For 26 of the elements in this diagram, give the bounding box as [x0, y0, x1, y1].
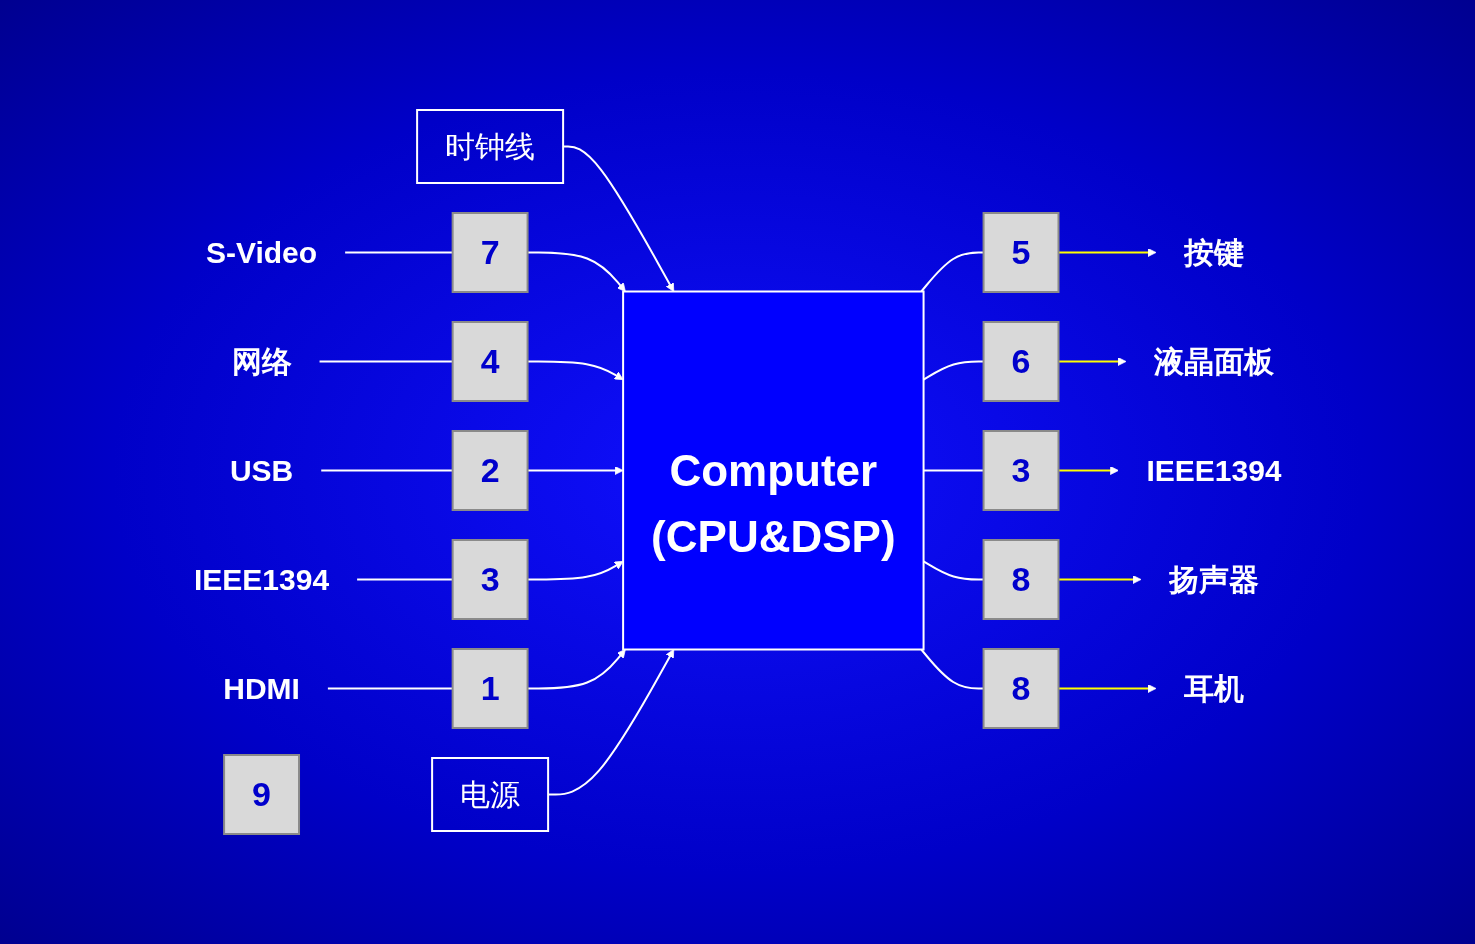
- node-text: USB: [229, 454, 293, 487]
- node-box: 9: [222, 754, 300, 835]
- node-text: 按键: [1183, 236, 1244, 269]
- node-box: 8: [982, 539, 1060, 620]
- node-text: 网络: [231, 345, 292, 378]
- node-box: 3: [982, 430, 1060, 511]
- node-box: Computer (CPU&DSP): [621, 290, 925, 651]
- node-box: 1: [451, 648, 529, 729]
- node-box: 5: [982, 212, 1060, 293]
- node-box: 6: [982, 321, 1060, 402]
- node-box: 2: [451, 430, 529, 511]
- arrow: [546, 649, 674, 796]
- node-box: 8: [982, 648, 1060, 729]
- node-text: 耳机: [1183, 672, 1244, 705]
- node-text: 液晶面板: [1153, 345, 1274, 378]
- node-text: IEEE1394: [1146, 454, 1282, 487]
- node-box: 时钟线: [415, 109, 564, 184]
- node-box: 3: [451, 539, 529, 620]
- node-box: 电源: [430, 757, 549, 832]
- node-text: S-Video: [205, 236, 317, 269]
- arrow: [561, 145, 674, 292]
- node-text: IEEE1394: [193, 563, 329, 596]
- node-box: 7: [451, 212, 529, 293]
- node-box: 4: [451, 321, 529, 402]
- node-text: 扬声器: [1168, 563, 1259, 596]
- node-text: HDMI: [222, 672, 300, 705]
